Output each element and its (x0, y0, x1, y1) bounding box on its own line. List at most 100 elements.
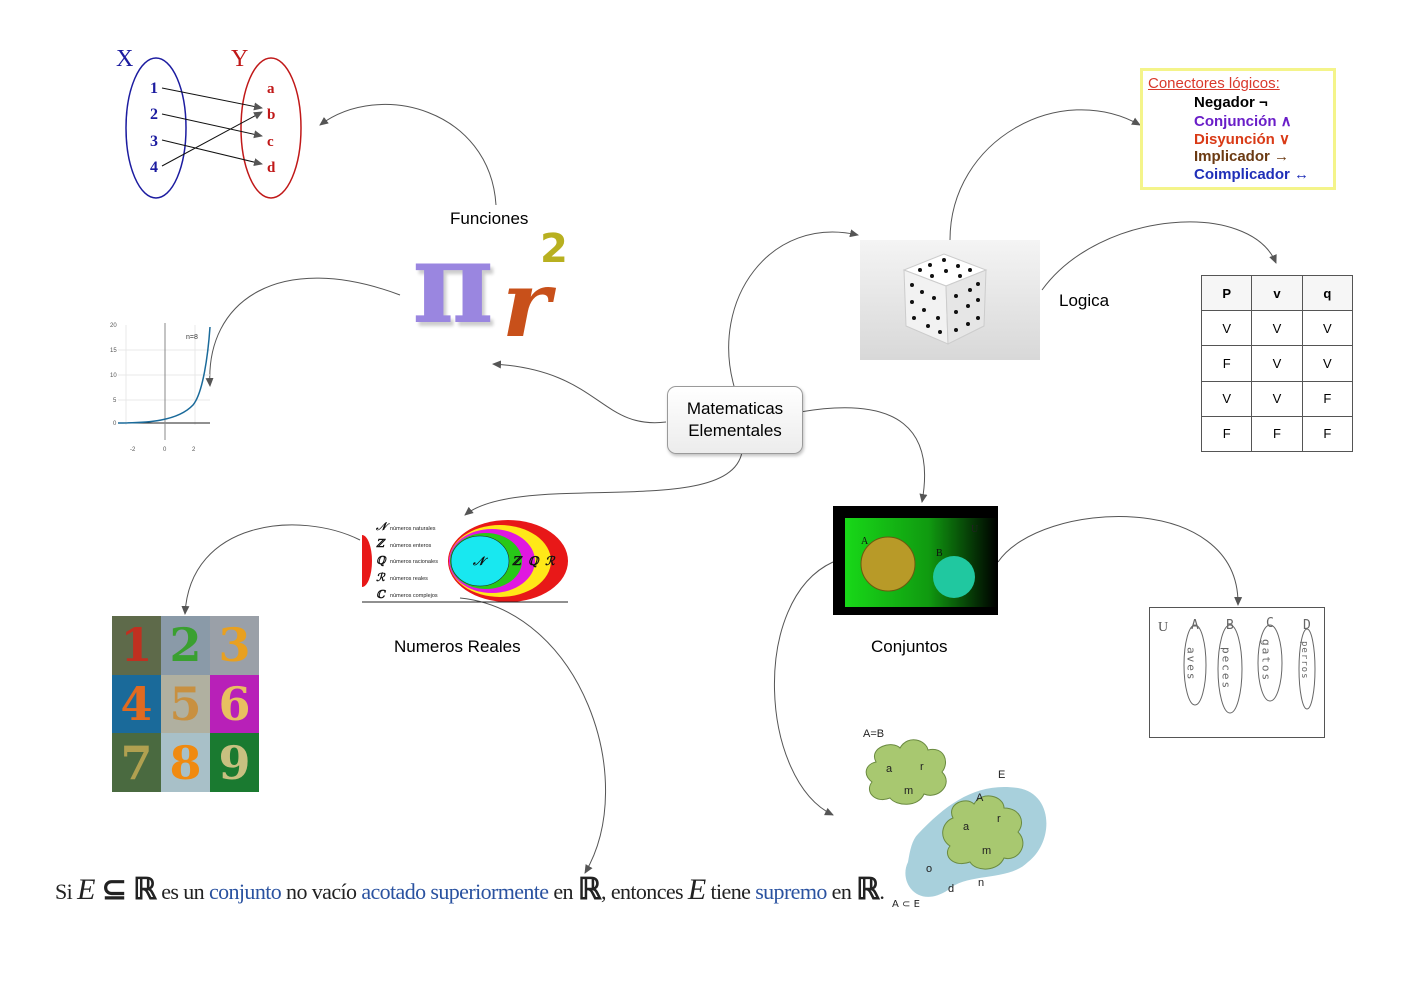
theorem-E: E (77, 873, 95, 906)
numeros-reales-label[interactable]: Numeros Reales (394, 637, 521, 656)
logical-connectors-box: Conectores lógicos: Negador ¬ Conjunción… (1140, 68, 1336, 190)
animals-word-peces: peces (1220, 647, 1233, 690)
blob-outer-o: o (926, 863, 932, 875)
codomain-a: a (267, 81, 275, 97)
blob-bottom-label: A ⊂ E (892, 899, 920, 910)
x-tick-neg2: -2 (130, 447, 136, 453)
connector-center-funciones (492, 360, 667, 424)
theorem-en2: en (826, 879, 857, 904)
theorem-tiene: tiene (705, 879, 756, 904)
exponential-graph: n=8 20 15 10 5 0 -2 0 2 (110, 323, 211, 453)
blob-small-r: r (920, 761, 924, 773)
central-topic-line1: Matematicas (686, 399, 784, 418)
connector-center-numeros (464, 451, 743, 516)
venn-label-a: A (861, 536, 869, 547)
theorem-supremo: supremo (755, 879, 827, 904)
theorem-si: Si (55, 879, 78, 904)
animals-set-a: A (1191, 618, 1199, 633)
connector-logica-conectores (949, 109, 1141, 241)
venn-label-b: B (936, 548, 943, 559)
set-symbol-q: ℚ (376, 554, 387, 567)
table-cell: F (1200, 345, 1253, 382)
animals-word-aves: aves (1185, 647, 1198, 682)
central-topic[interactable]: Matematicas Elementales (667, 386, 803, 454)
table-cell: V (1200, 310, 1253, 347)
set-symbol-z: ℤ (376, 537, 386, 550)
pi-symbol: π (412, 218, 494, 349)
y-tick-5: 5 (113, 398, 117, 404)
venn-sets-image: A B U (833, 506, 998, 615)
domain-3: 3 (150, 133, 158, 150)
theorem-period: . (879, 879, 885, 904)
ring-q: ℚ (528, 554, 540, 568)
theorem-R3: ℝ (856, 873, 880, 906)
digit-tile: 1 (112, 616, 161, 675)
blob-big-m: m (982, 845, 991, 857)
exponent-two: 2 (540, 226, 568, 272)
codomain-c: c (267, 134, 274, 150)
ring-r: ℛ (545, 554, 556, 568)
mapping-y-label: Y (231, 46, 248, 72)
table-row: V V F (1200, 380, 1354, 417)
set-text-r: números reales (390, 576, 428, 582)
connector-logica-table (1041, 221, 1277, 291)
theorem-subset: ⊆ (94, 873, 134, 906)
animals-set-c: C (1266, 616, 1274, 631)
connector-numeros-theorem (459, 597, 606, 874)
x-tick-2: 2 (192, 447, 196, 453)
blob-outer-n: n (978, 877, 984, 889)
conjuntos-label[interactable]: Conjuntos (871, 637, 948, 656)
pi-r2-image: π r 2 (412, 218, 582, 362)
connector-implicador: Implicador → (1194, 148, 1290, 165)
truth-table-header: P v q (1200, 274, 1354, 312)
set-text-q: números racionales (390, 559, 438, 565)
codomain-d: d (267, 160, 276, 176)
blob-big-a: a (963, 821, 970, 833)
theorem-R2: ℝ (577, 873, 602, 906)
connector-conjuntos-animals (997, 516, 1243, 606)
connector-conjuntos-blob (773, 561, 834, 816)
connector-coimplicador: Coimplicador ↔ (1194, 166, 1310, 183)
venn-label-u: U (971, 524, 979, 535)
animals-set-b: B (1226, 618, 1234, 633)
y-tick-10: 10 (110, 373, 117, 379)
fruit-digits-image: 1 2 3 4 5 6 7 8 9 (112, 616, 259, 792)
set-symbol-n: 𝒩 (375, 520, 390, 533)
set-symbol-r: ℛ (376, 571, 386, 584)
theorem-no-vacio: no vacío (281, 879, 362, 904)
header-p: P (1200, 274, 1253, 312)
theorem-R: ℝ (133, 873, 157, 906)
blob-small-a: a (886, 763, 893, 775)
table-row: F F F (1200, 415, 1354, 453)
set-text-c: números complejos (390, 593, 438, 599)
function-mapping-diagram: X Y 1 2 3 4 a b c d (116, 46, 302, 199)
r-symbol: r (502, 250, 551, 358)
dice-image (860, 240, 1040, 360)
connector-conjuncion: Conjunción ∧ (1194, 113, 1292, 130)
blob-small-m: m (904, 785, 913, 797)
table-cell: V (1251, 380, 1303, 417)
y-tick-0: 0 (113, 421, 117, 427)
set-text-n: números naturales (390, 526, 436, 532)
connector-numeros-digits (181, 524, 361, 615)
digit-tile: 3 (210, 616, 259, 675)
digit-tile: 2 (161, 616, 210, 675)
table-cell: V (1251, 310, 1303, 347)
central-topic-line2: Elementales (688, 421, 782, 440)
graph-legend: n=8 (186, 334, 198, 341)
digit-tile: 9 (210, 733, 259, 792)
header-q: q (1301, 274, 1354, 312)
subset-blob-image: A=B a r m E A a r m o d n A ⊂ E (863, 728, 1047, 910)
blob-top-label: A=B (863, 728, 884, 740)
table-row: V V V (1200, 310, 1354, 347)
funciones-label[interactable]: Funciones (450, 209, 529, 228)
table-cell: F (1301, 380, 1354, 417)
connector-center-conjuntos (799, 407, 928, 503)
blob-big-r: r (997, 813, 1001, 825)
theorem-conjunto: conjunto (208, 879, 282, 904)
header-v: v (1251, 274, 1303, 312)
digit-tile: 7 (112, 733, 161, 792)
domain-1: 1 (150, 80, 158, 97)
domain-2: 2 (150, 106, 158, 123)
logica-label[interactable]: Logica (1059, 291, 1110, 310)
